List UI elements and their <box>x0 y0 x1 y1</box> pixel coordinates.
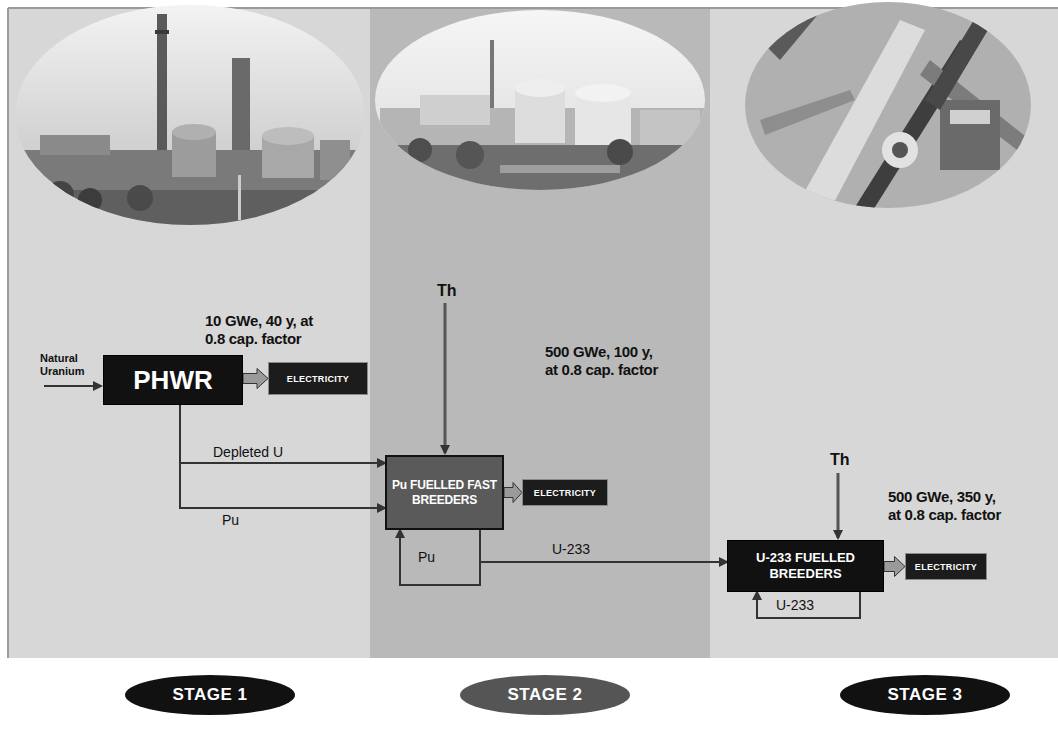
node-text: ELECTRICITY <box>534 488 596 498</box>
flow-label: U-233 <box>776 597 814 613</box>
flow-label: Pu <box>418 549 435 565</box>
building <box>420 95 490 125</box>
tree <box>46 181 74 209</box>
node-text: ELECTRICITY <box>287 374 349 384</box>
feed-arrow <box>444 303 447 453</box>
machine-part <box>940 100 1000 170</box>
pipe <box>760 90 855 135</box>
node-text: STAGE 1 <box>173 685 248 705</box>
output-arrow <box>504 483 522 503</box>
tree <box>607 139 633 165</box>
frame-line <box>7 8 9 658</box>
feed-arrow <box>837 473 840 538</box>
electricity-box: ELECTRICITY <box>268 362 368 395</box>
pipe <box>925 10 1000 110</box>
flow-line <box>180 405 385 463</box>
photo-ground <box>740 0 1040 215</box>
capacity-note: 500 GWe, 100 y, at 0.8 cap. factor <box>545 343 669 379</box>
flow-label: Depleted U <box>213 444 283 460</box>
node-text: PHWR <box>133 365 212 396</box>
output-arrow <box>884 557 905 577</box>
reactor-box: PHWR <box>103 355 243 405</box>
node-text: STAGE 3 <box>888 685 963 705</box>
flow-line <box>757 592 860 618</box>
flow-line <box>480 530 727 562</box>
tree <box>78 188 102 212</box>
input-label: Th <box>830 451 860 469</box>
node-text: Pu FUELLED FAST BREEDERS <box>392 478 497 508</box>
input-label: Natural Uranium <box>40 352 102 378</box>
breeder-box: Pu FUELLED FAST BREEDERS <box>385 455 504 530</box>
stage-ellipse: STAGE 1 <box>125 675 295 715</box>
building <box>640 110 700 148</box>
flow-label: Pu <box>222 512 239 528</box>
dome-top <box>262 127 314 145</box>
electricity-box: ELECTRICITY <box>905 553 987 580</box>
flow-line <box>400 530 480 585</box>
chimney-band <box>155 30 169 34</box>
tree <box>408 138 432 162</box>
road <box>500 165 620 173</box>
pole <box>238 175 241 220</box>
machine-photo <box>740 0 1040 215</box>
node-text: ELECTRICITY <box>915 562 977 572</box>
stack <box>490 40 494 115</box>
input-label: Th <box>437 282 467 300</box>
dome-top <box>515 79 565 97</box>
building <box>320 140 350 180</box>
plant-photo <box>10 0 370 240</box>
flow-label: U-233 <box>552 541 590 557</box>
tree <box>456 141 484 169</box>
ground <box>10 190 370 240</box>
dome-top <box>575 84 631 102</box>
capacity-note: 10 GWe, 40 y, at 0.8 cap. factor <box>205 312 329 348</box>
sky <box>370 0 710 200</box>
breeder-box: U-233 FUELLED BREEDERS <box>727 540 884 592</box>
tree <box>127 185 153 211</box>
output-arrow <box>243 369 268 389</box>
node-text: U-233 FUELLED BREEDERS <box>734 550 877 582</box>
building <box>40 135 110 155</box>
machine-part <box>950 110 990 124</box>
pipe <box>800 20 925 210</box>
stage-ellipse: STAGE 3 <box>840 675 1010 715</box>
plant-photo <box>370 0 710 205</box>
feed-arrow <box>44 385 101 387</box>
pipe <box>760 0 830 60</box>
flow-line <box>180 405 385 508</box>
machine-part <box>882 132 918 168</box>
dome-top <box>172 124 216 140</box>
capacity-note: 500 GWe, 350 y, at 0.8 cap. factor <box>888 488 1012 524</box>
stage-ellipse: STAGE 2 <box>460 675 630 715</box>
electricity-box: ELECTRICITY <box>522 479 608 506</box>
machine-part <box>892 142 908 158</box>
node-text: STAGE 2 <box>508 685 583 705</box>
